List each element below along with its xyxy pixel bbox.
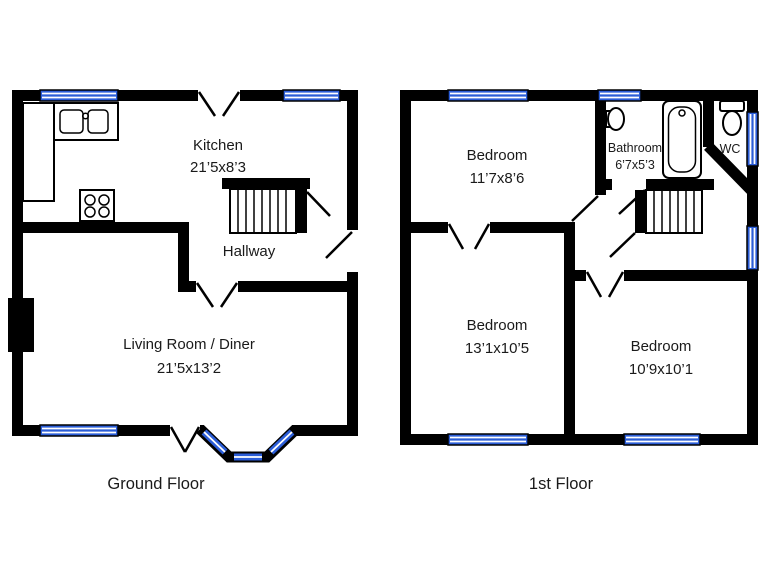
window-glazing-stripes	[42, 92, 338, 434]
first-floor-plan: Bedroom 11’7x8’6 Bathroom 6’7x5’3 WC Bed…	[400, 89, 759, 493]
room-label-bedroom-2: Bedroom	[467, 317, 528, 334]
burner	[98, 194, 110, 206]
windows	[39, 89, 341, 437]
toilet-cistern	[719, 100, 745, 112]
walls	[400, 90, 758, 445]
room-dims-kitchen: 21’5x8’3	[190, 159, 246, 176]
wc-angled-wall	[704, 142, 755, 194]
window-glazing-stripes	[450, 92, 756, 443]
room-label-wc: WC	[720, 142, 741, 156]
door-swing-lines	[169, 91, 353, 453]
hob-outline	[79, 189, 115, 222]
sink-basin-left	[59, 109, 84, 134]
ground-floor-plan: Kitchen 21’5x8’3 Hallway Living Room / D…	[8, 89, 358, 493]
toilet-icon	[719, 100, 745, 136]
room-dims-bathroom: 6’7x5’3	[615, 158, 655, 172]
room-dims-bedroom-3: 10’9x10’1	[629, 361, 693, 378]
sink-icon	[53, 102, 119, 141]
bay-window-glazing-stripes	[203, 431, 293, 458]
burner	[84, 206, 96, 218]
sink-tap	[81, 112, 90, 120]
basin-icon	[605, 107, 625, 131]
room-label-bedroom-1: Bedroom	[467, 147, 528, 164]
stair-treads	[237, 189, 287, 233]
door-swing-lines	[447, 189, 646, 298]
burner	[98, 206, 110, 218]
room-dims-living-room: 21’5x13’2	[157, 360, 221, 377]
stairs-outline	[229, 188, 297, 234]
floor-caption-first: 1st Floor	[529, 475, 594, 493]
sink-basin-right	[87, 109, 109, 134]
door-openings	[448, 179, 646, 281]
basin-bowl	[607, 107, 625, 131]
tub-inner	[667, 106, 697, 173]
counter-outline	[22, 102, 55, 202]
room-label-bathroom: Bathroom	[608, 141, 662, 155]
tub-outline	[662, 100, 702, 179]
room-label-living-room: Living Room / Diner	[123, 336, 255, 353]
stairs-icon	[645, 189, 703, 234]
hob-icon	[79, 189, 115, 222]
bathtub-icon	[662, 100, 702, 179]
room-label-kitchen: Kitchen	[193, 137, 243, 154]
stairs-outline	[645, 189, 703, 234]
windows	[447, 89, 759, 446]
floor-caption-ground: Ground Floor	[107, 475, 205, 493]
room-label-hallway: Hallway	[223, 243, 276, 260]
toilet-bowl	[722, 110, 742, 136]
burner	[84, 194, 96, 206]
walls	[8, 90, 358, 436]
tub-drain	[678, 109, 686, 117]
room-dims-bedroom-2: 13’1x10’5	[465, 340, 529, 357]
stair-treads	[653, 190, 695, 233]
stairs-icon	[229, 188, 297, 234]
room-label-bedroom-3: Bedroom	[631, 338, 692, 355]
room-dims-bedroom-1: 11’7x8’6	[470, 170, 525, 187]
kitchen-counter	[22, 102, 55, 202]
